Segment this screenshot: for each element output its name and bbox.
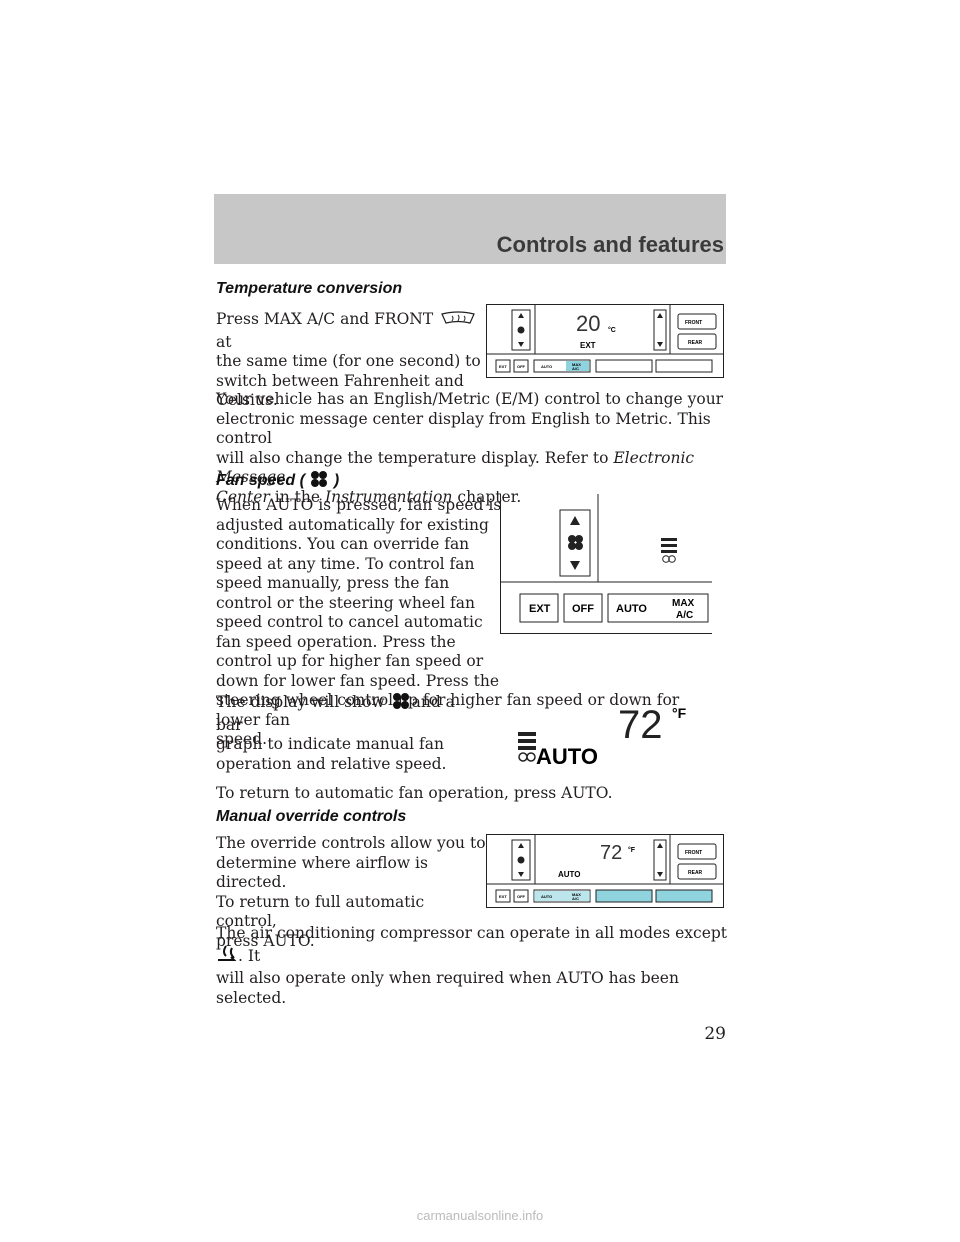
floor-mode-buttons[interactable] <box>655 359 713 373</box>
climate-panel-fahrenheit: FRONT REAR 72 °F AUTO EXT OFF AUTO MAX A… <box>486 834 724 908</box>
fan-display-readout: AUTO 72 °F <box>518 703 687 769</box>
display-temperature: 72 <box>618 703 663 747</box>
floor-airflow-icon <box>216 944 238 970</box>
svg-text:AUTO: AUTO <box>616 603 647 615</box>
page-number: 29 <box>704 1024 726 1044</box>
auto-maxac-button[interactable] <box>607 593 709 623</box>
fan-icon <box>309 470 329 493</box>
chapter-header: Controls and features <box>214 194 726 264</box>
svg-text:A/C: A/C <box>676 610 693 621</box>
display-temperature: 72 <box>600 842 622 864</box>
svg-text:MAX: MAX <box>572 892 581 897</box>
fan-bar-graph <box>518 732 536 762</box>
svg-text:EXT: EXT <box>529 603 551 615</box>
display-mode: AUTO <box>536 744 598 769</box>
front-defrost-icon <box>438 311 478 333</box>
svg-text:OFF: OFF <box>517 364 526 369</box>
section-heading-temperature-conversion: Temperature conversion <box>216 280 403 297</box>
svg-text:FRONT: FRONT <box>685 850 702 856</box>
fan-speed-paragraph: When AUTO is pressed, fan speed is adjus… <box>216 496 680 748</box>
fan-bar-graph <box>661 538 677 563</box>
fan-control-panel: EXT OFF AUTO MAX A/C <box>500 494 712 634</box>
svg-text:°F: °F <box>628 846 636 854</box>
temp-rocker[interactable] <box>653 839 667 881</box>
svg-text:MAX: MAX <box>672 598 695 609</box>
fan-display-paragraph: The display will show and a bar graph to… <box>216 692 455 773</box>
vent-mode-buttons[interactable] <box>595 359 653 373</box>
off-button[interactable] <box>563 593 603 623</box>
svg-text:OFF: OFF <box>572 603 594 615</box>
section-heading-fan-speed: Fan speed ( ) <box>216 470 339 493</box>
rear-defrost-button[interactable] <box>677 863 717 880</box>
off-button[interactable] <box>513 359 529 373</box>
svg-text:A/C: A/C <box>572 366 579 371</box>
svg-text:MAX: MAX <box>572 362 581 367</box>
climate-panel-celsius: FRONT REAR 20 °C EXT EXT OFF AUTO MAX A/… <box>486 304 724 378</box>
svg-text:AUTO: AUTO <box>541 894 552 899</box>
svg-text:AUTO: AUTO <box>541 364 552 369</box>
off-button[interactable] <box>513 889 529 903</box>
temp-conversion-paragraph: Press MAX A/C and FRONT at the same time… <box>216 310 481 409</box>
front-defrost-button[interactable] <box>677 313 717 330</box>
svg-text:REAR: REAR <box>688 340 703 346</box>
fan-icon <box>568 535 583 550</box>
ext-button[interactable] <box>519 593 559 623</box>
svg-text:OFF: OFF <box>517 894 526 899</box>
manual-override-paragraph: The override controls allow you to deter… <box>216 834 486 950</box>
vent-mode-buttons[interactable] <box>595 889 653 903</box>
em-control-paragraph: Your vehicle has an English/Metric (E/M)… <box>216 390 724 506</box>
section-heading-manual-override: Manual override controls <box>216 808 407 825</box>
temp-rocker[interactable] <box>653 309 667 351</box>
fan-icon <box>390 692 412 716</box>
floor-mode-buttons[interactable] <box>655 889 713 903</box>
compressor-paragraph: The air conditioning compressor can oper… <box>216 924 728 1007</box>
ext-button[interactable] <box>495 889 511 903</box>
chapter-title: Controls and features <box>496 232 724 257</box>
svg-text:°C: °C <box>608 326 616 334</box>
svg-text:A/C: A/C <box>572 896 579 901</box>
return-auto-paragraph: To return to automatic fan operation, pr… <box>216 784 613 802</box>
svg-text:EXT: EXT <box>499 894 507 899</box>
svg-text:EXT: EXT <box>499 364 507 369</box>
svg-text:FRONT: FRONT <box>685 320 702 326</box>
front-defrost-button[interactable] <box>677 843 717 860</box>
watermark-footer: carmanualsonline.info <box>416 1208 544 1223</box>
display-temperature: 20 <box>576 311 600 336</box>
svg-text:°F: °F <box>672 705 687 721</box>
display-mode: AUTO <box>558 870 581 879</box>
svg-text:REAR: REAR <box>688 870 703 876</box>
rear-defrost-button[interactable] <box>677 333 717 350</box>
ext-button[interactable] <box>495 359 511 373</box>
display-mode: EXT <box>580 341 596 350</box>
